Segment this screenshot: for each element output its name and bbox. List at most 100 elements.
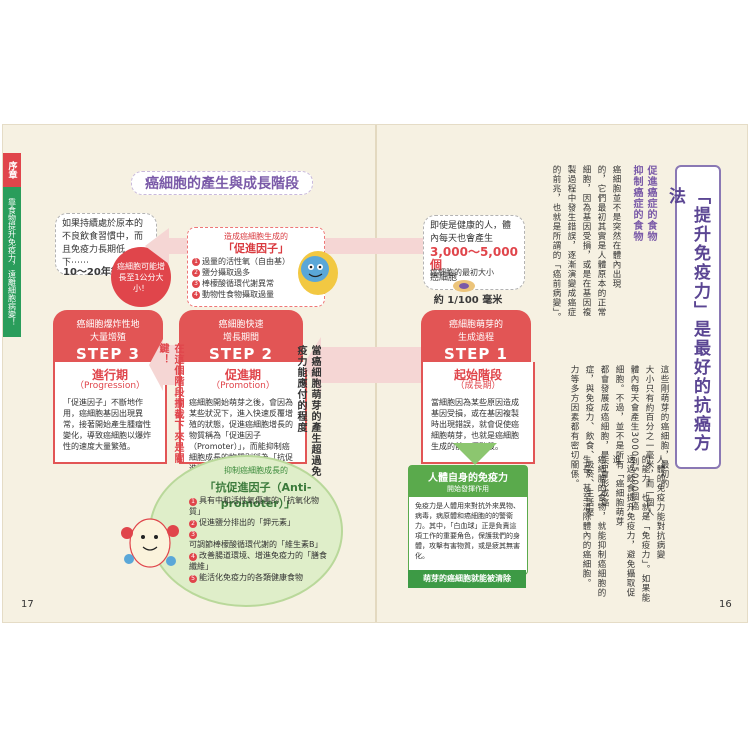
egg-character-illustration xyxy=(121,518,179,568)
anti-item-text: 能活化免疫力的各類健康食物 xyxy=(199,573,303,582)
body-column: 力等多方因素都有密切關係。 xyxy=(569,365,579,489)
number-5-icon: 5 xyxy=(189,575,197,583)
body-column: 的，它們最初其實是人體原本的正常 xyxy=(596,165,606,317)
body-column: 大小只有約百分之一毫米，而一個人 xyxy=(644,365,654,517)
right-body-block-2: 這些剛萌芽的癌細胞，最初的 大小只有約百分之一毫米，而一個人 體內每天會產生30… xyxy=(561,365,671,555)
body-column: 癌細胞的食物，就能抑制癌細胞的 xyxy=(596,455,606,598)
anti-item: 3可調節棒檬酸循環代謝的「維生素B」 xyxy=(189,528,329,550)
step-2-label1: 癌細胞快速 xyxy=(218,320,264,330)
cancer-germ-illustration xyxy=(298,251,338,295)
step-2-label2: 增長期間 xyxy=(222,333,259,343)
body-column: 的前兆，也就是所謂的「癌前病變」。 xyxy=(551,165,561,323)
step-2-header: 癌細胞快速 增長期間 STEP 2 xyxy=(179,310,303,363)
daily-cells-number: 3,000～5,000個 xyxy=(430,245,518,272)
right-body-block-1: 癌細胞並不是突然在體內出現 的，它們最初其實是人體原本的正常 細胞，因為基因受損… xyxy=(543,165,623,355)
step-2-number: STEP 2 xyxy=(209,345,273,363)
bad-habit-note-text: 如果持續處於原本的不良飲食習慣中，而且免疫力長期低下⋯⋯ xyxy=(62,219,144,268)
chapter-side-text: 靠食物提升免疫力，遠離細胞病變！ xyxy=(7,198,17,326)
number-2-icon: 2 xyxy=(189,520,197,528)
daily-cells-suffix: 癌細胞 xyxy=(430,273,458,283)
right-page-title: 「提升免疫力」是最好的抗癌方法 xyxy=(665,187,710,453)
anti-item-text: 可調節棒檬酸循環代謝的「維生素B」 xyxy=(189,540,323,549)
cleared-banner: 萌芽的癌細胞就能被清除 xyxy=(408,570,526,588)
step-3-stage: 進行期 xyxy=(91,368,128,382)
step-3-label1: 癌細胞爆炸性地 xyxy=(76,320,140,330)
number-3-icon: 3 xyxy=(192,279,200,288)
anti-item-text: 促進鹽分排出的「鉀元素」 xyxy=(199,518,295,527)
body-column: 製過程中發生錯誤，逐漸演變成癌症 xyxy=(566,165,576,317)
step-3-card: 進行期 （Progression） 「促進因子」不斷地作用，癌細胞基因出現異常，… xyxy=(53,362,167,464)
anti-promoter-title: 抑制癌細胞成長的 xyxy=(224,466,288,475)
chapter-tab: 序章 xyxy=(3,153,21,187)
body-column: 這些剛萌芽的癌細胞，最初的 xyxy=(659,365,669,489)
step-1-header: 癌細胞萌芽的 生成過程 STEP 1 xyxy=(421,310,531,363)
right-subhead-2: 抑制癌症的食物 xyxy=(631,165,642,242)
body-column: 都會發展成癌細胞，是否會形成癌 xyxy=(599,365,609,508)
step-1-label2: 生成過程 xyxy=(457,333,494,343)
right-body-block-3: 人體的免疫力能對抗病變 的能力，也就是「免疫力」。如果能 透過飲食提升免疫力，避… xyxy=(577,455,667,605)
number-4-icon: 4 xyxy=(192,290,200,299)
anti-item-text: 改善腸道環境、增進免疫力的「膳食纖維」 xyxy=(189,551,327,571)
initial-size-label: 癌細胞的最初大小 xyxy=(430,268,494,277)
promoter-item-text: 動物性食物攝取過量 xyxy=(202,290,274,299)
immune-box: 人體自身的免疫力 開始發揮作用 免疫力是人體用來對抗外來異物、病毒，病原體和癌細… xyxy=(408,465,528,575)
body-column: 體內每天會產生3000到5000個癌 xyxy=(629,365,639,512)
promoter-item-text: 過量的活性氧（自由基） xyxy=(202,257,290,266)
step-3-number: STEP 3 xyxy=(76,345,140,363)
step-1-number: STEP 1 xyxy=(444,345,508,363)
promoter-item-text: 棒檬酸循環代謝異常 xyxy=(202,279,274,288)
step-3-label2: 大量增殖 xyxy=(89,333,126,343)
step-3-stage-en: （Progression） xyxy=(74,381,146,391)
step-3-text: 「促進因子」不斷地作用，癌細胞基因出現異常，接著開始產生腫瘤性變化，導致癌細胞以… xyxy=(63,398,151,451)
number-1-icon: 1 xyxy=(189,498,197,506)
immune-box-subheading: 開始發揮作用 xyxy=(409,484,527,497)
initial-size-value: 約 1/100 毫米 xyxy=(433,295,503,306)
step-2-card: 促進期 （Promotion） 癌細胞開始萌芽之後，會因為某些狀況下，進入快速反… xyxy=(179,362,307,473)
number-1-icon: 1 xyxy=(192,257,200,266)
number-3-icon: 3 xyxy=(189,531,197,539)
page-number-left: 17 xyxy=(21,599,34,610)
anti-promoter-factor: 「抗促進因子（Anti-promoter）」 xyxy=(204,481,312,510)
body-column: 透過飲食提升免疫力，避免攝取促進 xyxy=(611,455,635,598)
diagram-title: 癌細胞的產生與成長階段 xyxy=(131,171,313,195)
step-1-label1: 癌細胞萌芽的 xyxy=(448,320,503,330)
number-4-icon: 4 xyxy=(189,553,197,561)
step-2-stage: 促進期 xyxy=(224,368,261,382)
step-3-header: 癌細胞爆炸性地 大量增殖 STEP 3 xyxy=(53,310,163,363)
initial-cell-illustration xyxy=(453,280,475,292)
arrow-to-immune xyxy=(453,443,497,465)
diagram-title-text: 癌細胞的產生與成長階段 xyxy=(145,176,299,192)
chapter-tab-label: 序章 xyxy=(6,161,17,179)
body-column: 癌細胞並不是突然在體內出現 xyxy=(611,165,621,289)
promoter-factor-label: 「促進因子」 xyxy=(223,242,289,255)
step-1-stage: 起始階段 xyxy=(453,368,502,382)
step-2-stage-en: （Promotion） xyxy=(211,381,275,391)
body-column: 細胞。不過，並不是所有「癌細胞萌芽 xyxy=(614,365,624,527)
immune-box-text: 免疫力是人體用來對抗外來異物、病毒，病原體和癌細胞的的警衛力。其中，「白血球」正… xyxy=(415,502,520,560)
daily-cells-text: 即使是健康的人，體內每天也會產生 xyxy=(430,221,512,244)
body-column: 的能力，也就是「免疫力」。如果能 xyxy=(640,455,650,603)
years-label: 10～20年後 xyxy=(63,267,121,278)
page-number-right: 16 xyxy=(719,599,732,610)
book-spread: 序章 靠食物提升免疫力，遠離細胞病變！ 癌細胞的產生與成長階段 如果持續處於原本… xyxy=(3,125,747,622)
size-badge-text: 癌細胞可能增長至1公分大小！ xyxy=(117,261,165,293)
right-subhead-1: 促進癌症的食物 xyxy=(645,165,656,242)
body-column: 症，與免疫力、飲食、吸菸、生活壓 xyxy=(584,365,594,517)
intercept-note: 在這個階段攔截下來是關鍵！ xyxy=(157,343,183,464)
body-column: 生長，甚至清除體內的癌細胞。 xyxy=(581,455,591,588)
step-1-stage-en: （成長期） xyxy=(455,381,501,391)
promoter-box-title: 造成癌細胞生成的 xyxy=(224,232,288,241)
promoter-item-text: 鹽分攝取過多 xyxy=(202,268,250,277)
arrow-step1-to-step2 xyxy=(303,337,421,393)
threshold-note: 當癌細胞萌芽的產生超過免疫力能應付的程度 xyxy=(295,345,320,477)
daily-cells-note: 即使是健康的人，體內每天也會產生 3,000～5,000個 癌細胞 xyxy=(423,215,525,290)
body-column: 人體的免疫力能對抗病變 xyxy=(655,455,665,560)
body-column: 細胞，因為基因受損，或是在基因複 xyxy=(581,165,591,317)
